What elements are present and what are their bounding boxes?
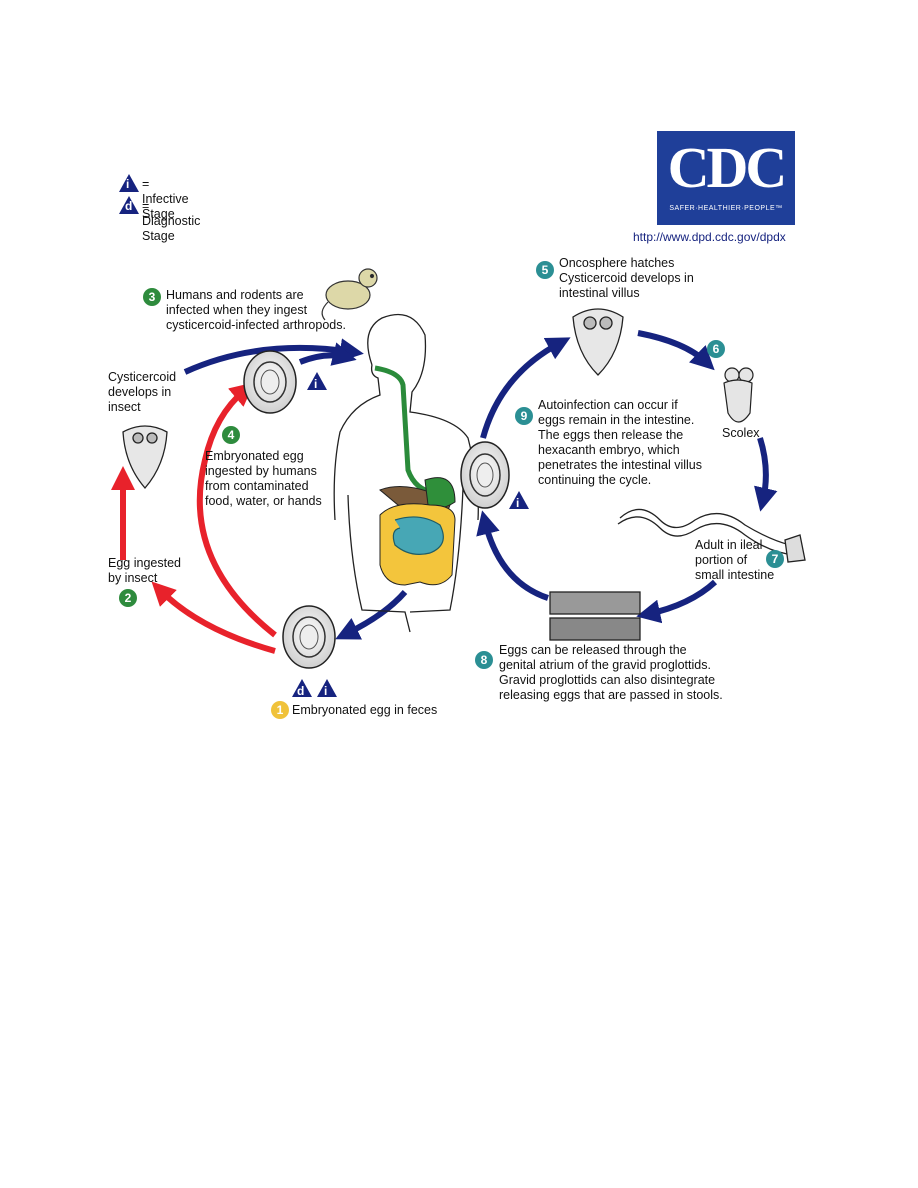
step-4-text: Embryonated egg ingested by humans from … <box>205 449 322 508</box>
step-3-text: Humans and rodents are infected when the… <box>166 288 346 332</box>
arrow-body-to-feces <box>335 590 408 640</box>
step-6-badge: 6 <box>707 340 725 358</box>
step-7-badge: 7 <box>766 550 784 568</box>
arrow-autoinfect-to-oncosphere <box>480 337 571 439</box>
cysticercoid-insect <box>122 425 168 489</box>
step-8-text: Eggs can be released through the genital… <box>499 643 723 702</box>
digestive-system <box>374 365 456 586</box>
embryonated-egg-autoinfection <box>460 441 510 509</box>
embryonated-egg-feces <box>282 605 336 669</box>
step-4-badge: 4 <box>222 426 240 444</box>
step-8-badge: 8 <box>475 651 493 669</box>
adult-tapeworm <box>617 508 806 563</box>
step-2-text: Egg ingested by insect <box>108 556 181 585</box>
cdc-logo: CDC SAFER·HEALTHIER·PEOPLE™ <box>657 131 795 225</box>
infective-marker-autoinfection-icon: i <box>509 491 529 510</box>
svg-text:i: i <box>314 377 317 391</box>
step-7-text: Adult in ileal portion of small intestin… <box>695 538 775 582</box>
svg-text:d: d <box>297 684 304 698</box>
gravid-proglottids <box>549 591 641 641</box>
arrow-egg-to-mouth <box>298 342 357 366</box>
arrow-egg-to-human <box>196 382 277 638</box>
infective-marker-upper-icon: i <box>307 372 327 391</box>
cdc-logo-text: CDC <box>667 135 788 200</box>
step-1-text: Embryonated egg in feces <box>292 703 438 717</box>
cysticercoid-insect-label: Cysticercoid develops in insect <box>108 370 177 414</box>
infective-stage-icon <box>119 174 139 192</box>
diagnostic-marker-feces-icon: d <box>292 679 312 698</box>
infective-marker-feces-icon: i <box>317 679 337 698</box>
arrow-scolex-to-adult <box>754 437 778 512</box>
step-5-badge: 5 <box>536 261 554 279</box>
infective-label: = Infective Stage <box>142 177 189 221</box>
step-9-text: Autoinfection can occur if eggs remain i… <box>538 398 702 487</box>
cdc-logo-tagline: SAFER·HEALTHIER·PEOPLE™ <box>669 205 783 212</box>
arrow-insect-to-human <box>183 338 364 375</box>
diagnostic-symbol: d <box>125 199 133 213</box>
infective-symbol: i <box>126 177 130 191</box>
step-2-badge: 2 <box>119 589 137 607</box>
step-3-badge: 3 <box>143 288 161 306</box>
dpdx-url[interactable]: http://www.dpd.cdc.gov/dpdx <box>633 230 786 244</box>
cysticercoid-villus <box>572 308 624 376</box>
arrow-egg-to-insect <box>151 581 276 654</box>
arrow-oncosphere-to-scolex <box>637 330 715 371</box>
svg-text:i: i <box>516 496 519 510</box>
diagnostic-label: = Diagnostic Stage <box>142 199 201 243</box>
diagnostic-stage-icon <box>119 196 139 214</box>
step-6-text: Scolex <box>722 426 760 440</box>
step-1-badge: 1 <box>271 701 289 719</box>
scolex-illustration <box>723 367 754 423</box>
step-5-text: Oncosphere hatches Cysticercoid develops… <box>559 256 694 300</box>
svg-text:i: i <box>324 684 327 698</box>
arrow-proglottid-to-autoinfect <box>476 510 549 601</box>
arrow-adult-to-proglottid <box>636 579 718 624</box>
embryonated-egg-upper <box>243 350 297 414</box>
step-9-badge: 9 <box>515 407 533 425</box>
rodent-illustration <box>321 268 378 321</box>
